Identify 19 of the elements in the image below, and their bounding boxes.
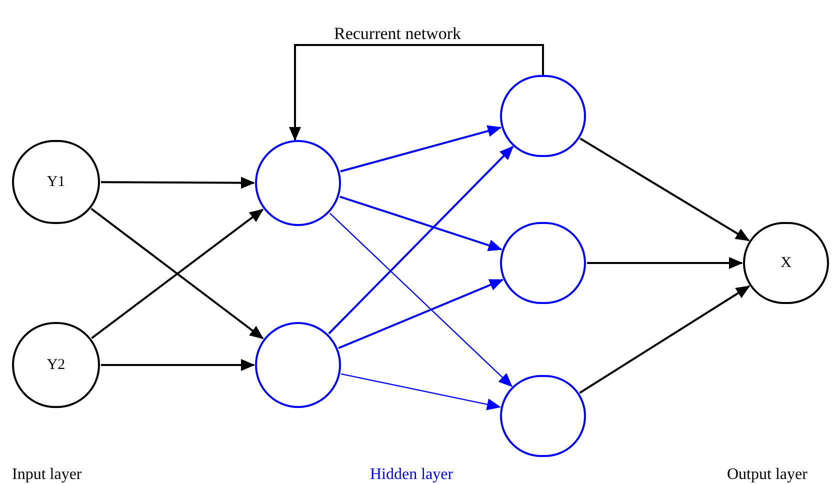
arrow (101, 359, 255, 371)
arrow (289, 44, 544, 141)
layer-label: Hidden layer (370, 465, 454, 484)
arrow (340, 196, 502, 252)
arrow (580, 138, 750, 242)
arrow (579, 285, 750, 394)
layer-label: Output layer (727, 465, 808, 484)
arrow (101, 176, 255, 189)
node-label: X (780, 254, 792, 273)
arrow (328, 146, 514, 334)
arrow (338, 278, 504, 350)
arrow (587, 257, 743, 269)
node-label: Y2 (46, 356, 66, 375)
layer-label: Input layer (12, 465, 82, 484)
node-label: Y1 (46, 172, 66, 192)
arrow (329, 212, 513, 388)
arrow (340, 125, 502, 172)
arrow (340, 373, 501, 410)
edge-label: Recurrent network (333, 25, 462, 43)
